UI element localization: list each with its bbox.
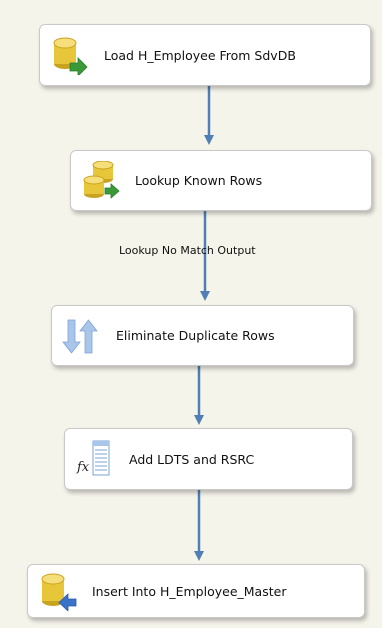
component-label: Insert Into H_Employee_Master [92, 583, 287, 599]
derived-column-icon: fx [75, 439, 115, 479]
lookup-icon [81, 160, 121, 201]
component-eliminate-duplicate-rows[interactable]: Eliminate Duplicate Rows [51, 305, 354, 366]
component-label: Add LDTS and RSRC [129, 451, 255, 467]
path-2-label[interactable]: Lookup No Match Output [119, 244, 256, 257]
component-label: Lookup Known Rows [135, 173, 263, 188]
component-label: Eliminate Duplicate Rows [116, 328, 275, 343]
component-add-ldts-rsrc[interactable]: fx Add LDTS and RSRC [64, 428, 353, 490]
ole-db-source-icon [50, 35, 90, 77]
svg-text:fx: fx [76, 460, 90, 475]
component-load-h-employee[interactable]: Load H_Employee From SdvDB [39, 24, 371, 86]
component-insert-h-employee-master[interactable]: Insert Into H_Employee_Master [27, 564, 365, 618]
ole-db-destination-icon [38, 571, 78, 612]
sort-icon [62, 316, 102, 356]
component-lookup-known-rows[interactable]: Lookup Known Rows [70, 150, 372, 211]
component-label: Load H_Employee From SdvDB [104, 47, 296, 63]
